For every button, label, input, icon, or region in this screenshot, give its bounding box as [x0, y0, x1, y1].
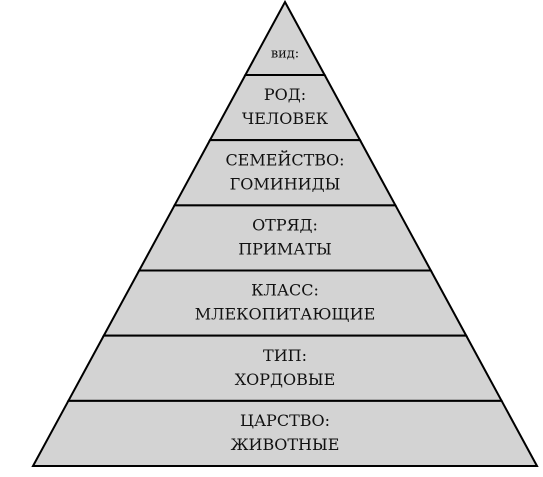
pyramid-label-phylum-line-1: ТИП:: [263, 346, 307, 365]
pyramid-label-family-line-2: ГОМИНИДЫ: [230, 174, 341, 193]
pyramid-label-order-line-2: ПРИМАТЫ: [238, 239, 332, 258]
pyramid-label-kingdom-line-1: ЦАРСТВО:: [240, 411, 330, 430]
pyramid-label-kingdom-line-2: ЖИВОТНЫЕ: [231, 435, 340, 454]
pyramid-label-phylum-line-2: ХОРДОВЫЕ: [235, 370, 336, 389]
pyramid-label-genus-line-2: ЧЕЛОВЕК: [242, 109, 329, 128]
pyramid-label-order-line-1: ОТРЯД:: [252, 215, 318, 234]
pyramid-label-class-line-2: МЛЕКОПИТАЮЩИЕ: [195, 305, 376, 324]
pyramid-label-family-line-1: СЕМЕЙСТВО:: [225, 149, 344, 169]
pyramid-label-species-line-1: вид:: [271, 47, 299, 62]
pyramid-label-genus-line-1: РОД:: [264, 85, 306, 104]
pyramid-label-class-line-1: КЛАСС:: [251, 281, 319, 300]
pyramid-layer-kingdom: [31, 399, 539, 467]
pyramid-layers: [31, 0, 539, 467]
pyramid-labels: вид: РОД: ЧЕЛОВЕК СЕМЕЙСТВО: ГОМИНИДЫ ОТРЯД: П…: [195, 47, 376, 454]
pyramid-layer-species: [243, 0, 327, 76]
